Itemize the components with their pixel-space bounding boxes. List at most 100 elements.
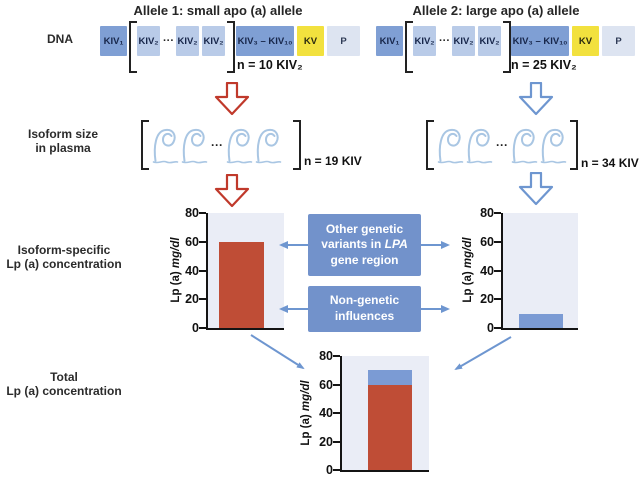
y-tick-label: 80: [185, 205, 199, 220]
row-label-dna: DNA: [47, 32, 73, 46]
y-tick-label: 20: [319, 434, 333, 449]
row-label-isoform-specific-line1: Isoform-specific: [17, 243, 111, 257]
allele2-kiv2-box: KIV₂: [413, 26, 436, 56]
kringle-icon: [540, 125, 567, 165]
chart3-y-axis-unit: mg/dl: [300, 380, 312, 412]
allele1-n-kiv2-label: n = 10 KIV₂: [237, 58, 303, 72]
y-tick-mark: [199, 240, 206, 243]
y-tick-label: 60: [319, 377, 333, 392]
y-tick-mark: [333, 355, 340, 357]
allele2-n-kiv-label: n = 34 KIV: [581, 156, 639, 170]
left-arrow-icon: [279, 305, 308, 313]
kringle-ellipsis: ···: [211, 138, 223, 152]
kringle-icon: [181, 125, 208, 165]
down-block-arrow-red-icon: [214, 82, 250, 116]
chart3-y-axis-label: Lp (a) mg/dl: [300, 380, 312, 445]
y-tick-mark: [199, 298, 206, 301]
left-arrow-icon: [279, 241, 308, 249]
chart2-y-axis-label-text: Lp (a): [462, 268, 474, 303]
right-arrow-icon: [421, 241, 450, 249]
allele1-bracket-close: [227, 21, 235, 73]
allele2-isoform-bracket-close: [570, 120, 578, 170]
non-genetic-line1: Non-genetic: [329, 293, 400, 308]
chart3-y-axis-label-text: Lp (a): [300, 411, 312, 446]
down-block-arrow-red-icon: [214, 174, 250, 208]
y-tick-label: 60: [185, 234, 199, 249]
allele1-kiv3-10-box: KIV₃ – KIV₁₀: [236, 26, 294, 56]
allele2-dna-ellipsis: ···: [439, 35, 450, 47]
y-tick-label: 80: [319, 348, 333, 363]
y-tick-label: 20: [185, 292, 199, 306]
allele2-isoform-bracket-open: [426, 120, 434, 170]
allele1-kiv2-box: KIV₂: [176, 26, 199, 56]
chart1-y-axis-label-text: Lp (a): [170, 268, 182, 303]
y-tick-mark: [333, 440, 340, 443]
row-label-isoform-size-line1: Isoform size: [27, 127, 99, 141]
diagonal-arrow-left-to-total-icon: [250, 334, 305, 370]
y-tick-mark: [494, 240, 501, 243]
allele1-kv-box: KV: [297, 26, 324, 56]
non-genetic-influences-box: Non-genetic influences: [308, 286, 421, 332]
bar-allele1_isoform_specific_lpa: [219, 241, 264, 328]
allele2-title: Allele 2: large apo (a) allele: [412, 3, 580, 18]
other-genetic-line1: Other genetic: [325, 221, 404, 236]
diagonal-arrow-right-to-total-icon: [454, 336, 512, 371]
y-tick-mark: [494, 298, 501, 301]
y-tick-label: 80: [480, 205, 494, 220]
allele1-dna-ellipsis: ···: [163, 35, 174, 47]
allele1-kiv2-box: KIV₂: [137, 26, 160, 56]
down-block-arrow-blue-icon: [518, 82, 554, 116]
other-genetic-line3: gene region: [330, 252, 399, 267]
allele1-isoform-bracket-close: [293, 120, 301, 170]
non-genetic-line2: influences: [334, 309, 395, 323]
allele1-isoform-bracket-open: [141, 120, 149, 170]
chart1-y-axis-label: Lp (a) mg/dl: [170, 237, 182, 302]
chart1-y-axis-unit: mg/dl: [170, 237, 182, 269]
other-genetic-line2-text: variants in: [321, 237, 385, 252]
y-tick-label: 40: [185, 263, 199, 278]
bar-small_allele_contribution: [368, 384, 412, 470]
row-label-isoform-specific: Isoform-specific Lp (a) concentration: [0, 243, 128, 272]
row-label-total-line1: Total: [50, 370, 78, 384]
allele1-bracket-open: [129, 21, 137, 73]
allele1-kiv2-box: KIV₂: [202, 26, 225, 56]
allele2-bracket-close: [503, 21, 511, 73]
y-tick-mark: [199, 212, 206, 214]
y-tick-label: 0: [326, 462, 333, 477]
allele2-kringle-chain: ···: [437, 125, 567, 165]
allele2-n-kiv2-label: n = 25 KIV₂: [511, 58, 577, 72]
row-label-isoform-size-line2: in plasma: [35, 140, 91, 155]
y-tick-label: 60: [480, 234, 494, 249]
kringle-icon: [226, 125, 253, 165]
row-label-total: Total Lp (a) concentration: [0, 370, 128, 399]
kringle-ellipsis: ···: [496, 138, 508, 152]
kringle-icon: [152, 125, 179, 165]
y-tick-mark: [333, 412, 340, 414]
y-tick-mark: [494, 327, 501, 329]
other-genetic-line2: variants in LPA: [321, 237, 407, 253]
allele2-kiv2-box: KIV₂: [452, 26, 475, 56]
chart2-plot-area: 0 20 40 60 80: [480, 207, 578, 334]
allele1-n-kiv-label: n = 19 KIV: [304, 154, 362, 168]
down-block-arrow-blue-icon: [518, 172, 554, 206]
allele1-kringle-chain: ···: [152, 125, 282, 165]
y-tick-mark: [333, 469, 340, 471]
chart2-y-axis-label: Lp (a) mg/dl: [462, 237, 474, 302]
other-genetic-variants-box: Other genetic variants in LPA gene regio…: [308, 214, 421, 276]
allele2-bracket-open: [405, 21, 413, 73]
y-tick-mark: [199, 269, 206, 272]
y-tick-label: 0: [192, 320, 199, 335]
allele1-title: Allele 1: small apo (a) allele: [133, 3, 303, 18]
row-label-isoform-size: Isoform size in plasma: [8, 127, 118, 156]
y-tick-label: 0: [487, 320, 494, 335]
y-tick-label: 20: [480, 292, 494, 306]
allele2-kiv2-box: KIV₂: [478, 26, 501, 56]
kringle-icon: [437, 125, 464, 165]
right-arrow-icon: [421, 305, 450, 313]
kringle-icon: [466, 125, 493, 165]
row-label-total-line2: Lp (a) concentration: [6, 383, 122, 398]
y-tick-mark: [494, 212, 501, 214]
y-tick-label: 40: [480, 263, 494, 278]
